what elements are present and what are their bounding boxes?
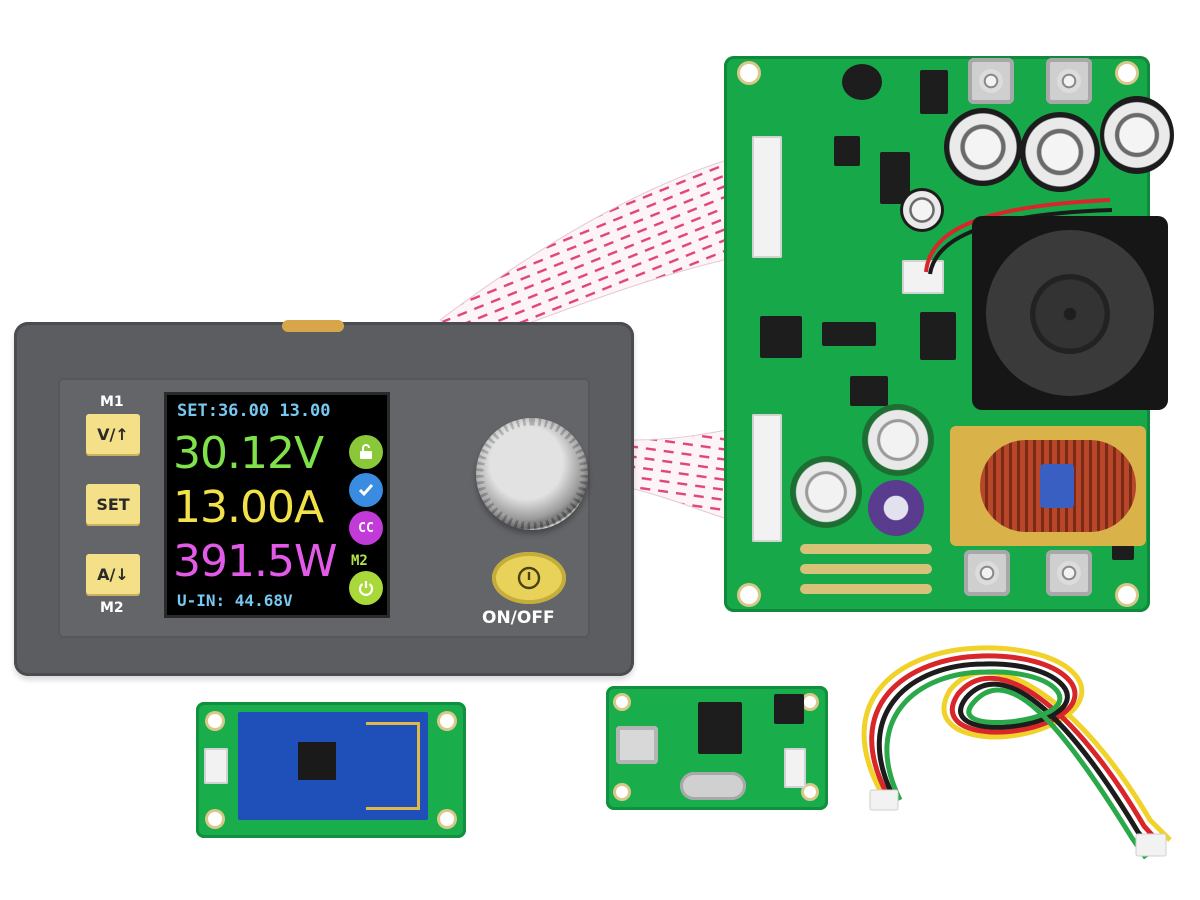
mounting-hole <box>1118 64 1136 82</box>
power-readout: 391.5W <box>173 536 337 587</box>
mounting-hole <box>804 786 816 798</box>
knob-ridges <box>476 418 588 530</box>
mounting-hole <box>208 812 222 826</box>
on-off-label: ON/OFF <box>482 608 555 628</box>
screw-terminal <box>1046 550 1092 596</box>
check-icon <box>349 473 383 507</box>
coil-core <box>1040 464 1074 508</box>
toroidal-inductor <box>950 426 1146 546</box>
board-connector <box>784 748 806 788</box>
voltage-readout: 30.12V <box>173 428 324 479</box>
ic-chip <box>834 136 860 166</box>
m2-label: M2 <box>100 600 124 616</box>
screw-terminal <box>968 58 1014 104</box>
usb-chip <box>698 702 742 754</box>
bluetooth-chip <box>298 742 336 780</box>
mounting-hole <box>440 812 454 826</box>
lcd-screen: SET:36.00 13.00 30.12V 13.00A 391.5W CC … <box>164 392 390 618</box>
set-button[interactable]: SET <box>86 484 140 524</box>
electrolytic-capacitor <box>944 108 1022 186</box>
cooling-fan <box>972 216 1168 410</box>
input-voltage-readout: U-IN: 44.68V <box>177 591 293 610</box>
electrolytic-capacitor <box>862 404 934 476</box>
fan-hub <box>1030 274 1110 354</box>
mounting-hole <box>804 696 816 708</box>
mounting-hole <box>740 586 758 604</box>
micro-usb-port <box>616 726 658 764</box>
ic-chip <box>850 376 888 406</box>
mounting-hole <box>740 64 758 82</box>
screw-terminal <box>1046 58 1092 104</box>
power-icon <box>517 566 541 590</box>
ribbon-connector-top <box>752 136 782 258</box>
mounting-hole <box>1118 586 1136 604</box>
ic-chip <box>920 312 956 360</box>
ic-chip <box>920 70 948 114</box>
crystal-oscillator <box>680 772 746 800</box>
ic-chip <box>822 322 876 346</box>
mounting-hole <box>208 714 222 728</box>
board-connector <box>204 748 228 784</box>
electrolytic-capacitor <box>900 188 944 232</box>
current-readout: 13.00A <box>173 482 324 533</box>
mounting-hole <box>616 696 628 708</box>
antenna-trace <box>366 722 420 810</box>
ic-chip <box>760 316 802 358</box>
volt-up-button[interactable]: V/↑ <box>86 414 140 454</box>
mounting-hole <box>440 714 454 728</box>
copper-coil <box>980 440 1136 532</box>
fan-connector <box>902 260 944 294</box>
electrolytic-capacitor <box>868 480 924 536</box>
power-icon <box>349 571 383 605</box>
electrolytic-capacitor <box>1020 112 1100 192</box>
electrolytic-capacitor <box>1100 96 1174 174</box>
memory-indicator: M2 <box>351 553 368 569</box>
screw-terminal <box>964 550 1010 596</box>
bluetooth-module <box>238 712 428 820</box>
rotary-encoder-knob[interactable] <box>476 418 588 530</box>
ic-chip <box>774 694 804 724</box>
lock-icon <box>349 435 383 469</box>
set-readout: SET:36.00 13.00 <box>177 401 331 421</box>
inductor-small <box>842 64 882 100</box>
mounting-hole <box>616 786 628 798</box>
electrolytic-capacitor <box>790 456 862 528</box>
amp-down-button[interactable]: A/↓ <box>86 554 140 594</box>
m1-label: M1 <box>100 394 124 410</box>
on-off-button[interactable] <box>492 552 566 604</box>
cc-mode-icon: CC <box>349 511 383 545</box>
ribbon-connector-bottom <box>752 414 782 542</box>
module-top-tab <box>282 320 344 332</box>
